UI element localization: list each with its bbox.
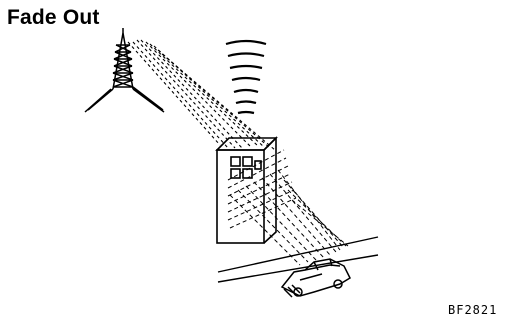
signal-rays-to-car <box>230 170 348 265</box>
radio-tower-icon <box>85 28 164 112</box>
signal-waves-icon <box>226 41 266 113</box>
reference-code: BF2821 <box>448 303 497 317</box>
radio-beam-icon <box>128 40 275 150</box>
signal-shadow-lines <box>228 150 296 228</box>
car-icon <box>282 259 350 297</box>
building-icon <box>217 138 276 243</box>
